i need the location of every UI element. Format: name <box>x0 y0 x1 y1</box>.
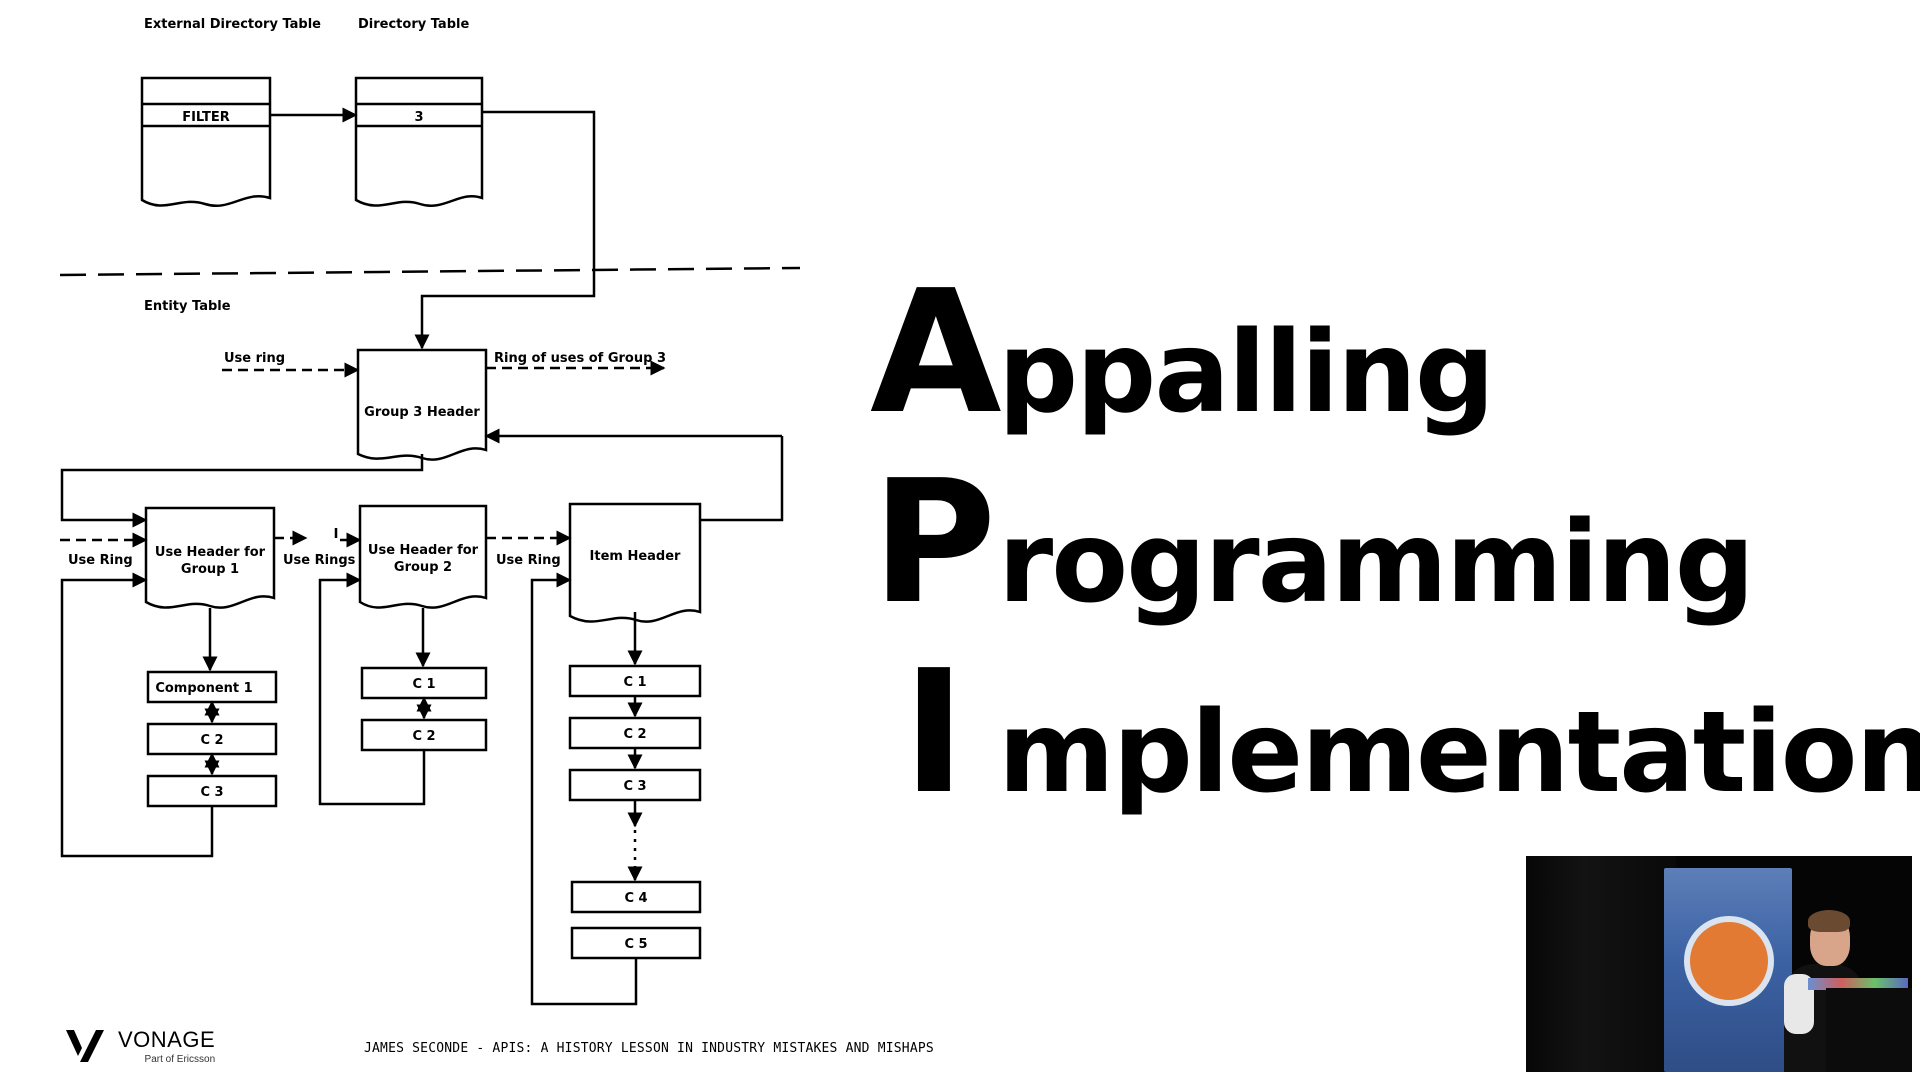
stage-curtain <box>1526 856 1676 1072</box>
vonage-logo: VONAGE Part of Ericsson <box>66 1028 215 1065</box>
filter-label: FILTER <box>182 110 230 125</box>
g1-component-2-label: C 2 <box>200 733 223 748</box>
laptop-stickers <box>1808 978 1908 990</box>
entity-table-heading: Entity Table <box>144 299 231 314</box>
g1-component-1: Component 1 <box>146 670 278 704</box>
g2-component-1-label: C 1 <box>412 677 435 692</box>
use-header-group1-node: Use Header for Group 1 <box>144 506 276 609</box>
speaker-camera-feed <box>1526 856 1912 1072</box>
acronym-row-a: A ppalling <box>870 258 1920 448</box>
use-header-g2-line1: Use Header for <box>368 543 479 558</box>
g1-component-3-label: C 3 <box>200 785 223 800</box>
acronym-row-i: I mplementation <box>870 638 1920 828</box>
item-component-1-label: C 1 <box>623 675 646 690</box>
item-component-3-label: C 3 <box>623 779 646 794</box>
api-acronym: A ppalling P rogramming I mplementation <box>870 258 1920 828</box>
external-directory-table-heading: External Directory Table <box>144 17 321 32</box>
item-component-2-label: C 2 <box>623 727 646 742</box>
g2-component-1: C 1 <box>360 666 488 700</box>
g1-component-2: C 2 <box>146 722 278 756</box>
table-separator <box>59 266 801 277</box>
item-component-1: C 1 <box>568 664 702 698</box>
use-header-g1-line1: Use Header for <box>155 545 266 560</box>
data-structure-diagram: External Directory Table Directory Table… <box>59 17 801 1006</box>
use-header-g1-line2: Group 1 <box>181 562 239 577</box>
item-component-4: C 4 <box>570 880 702 914</box>
acronym-row-p: P rogramming <box>870 448 1920 638</box>
item-header-node: Item Header <box>568 502 702 623</box>
item-component-3: C 3 <box>568 768 702 802</box>
use-header-group2-node: Use Header for Group 2 <box>358 504 488 609</box>
g1-component-3: C 3 <box>146 774 278 808</box>
directory-document: 3 <box>354 76 484 207</box>
external-directory-document: FILTER <box>140 76 272 207</box>
acronym-word: mplementation <box>998 688 1920 818</box>
footer-talk-title: JAMES SECONDE - APIS: A HISTORY LESSON I… <box>364 1041 934 1056</box>
directory-entry-label: 3 <box>414 110 423 125</box>
use-ring-left-label: Use Ring <box>68 553 133 568</box>
ring-of-uses-label: Ring of uses of Group 3 <box>494 351 666 366</box>
acronym-letter: I <box>902 634 965 832</box>
use-header-g2-line2: Group 2 <box>394 560 452 575</box>
lectern <box>1826 988 1912 1072</box>
vonage-v-icon <box>66 1030 104 1062</box>
item-component-4-label: C 4 <box>624 891 647 906</box>
use-ring-top-label: Use ring <box>224 351 285 366</box>
use-ring-right-label: Use Ring <box>496 553 561 568</box>
acronym-word: ppalling <box>998 308 1495 438</box>
item-component-2: C 2 <box>568 716 702 750</box>
acronym-word: rogramming <box>998 498 1755 628</box>
use-rings-label: Use Rings <box>283 553 356 568</box>
brand-subtitle: Part of Ericsson <box>144 1054 216 1065</box>
g1-component-1-label: Component 1 <box>155 681 252 696</box>
acronym-letter: P <box>871 444 997 642</box>
g2-component-2-label: C 2 <box>412 729 435 744</box>
item-component-5-label: C 5 <box>624 937 647 952</box>
brand-name: VONAGE <box>118 1027 216 1052</box>
item-component-5: C 5 <box>570 926 702 960</box>
group3-header-label: Group 3 Header <box>364 405 480 420</box>
g2-component-2: C 2 <box>360 718 488 752</box>
acronym-letter: A <box>870 254 1002 452</box>
item-header-label: Item Header <box>590 549 682 564</box>
conference-badge-icon <box>1684 916 1774 1006</box>
directory-table-heading: Directory Table <box>358 17 469 32</box>
group3-header-node: Group 3 Header <box>356 348 488 461</box>
